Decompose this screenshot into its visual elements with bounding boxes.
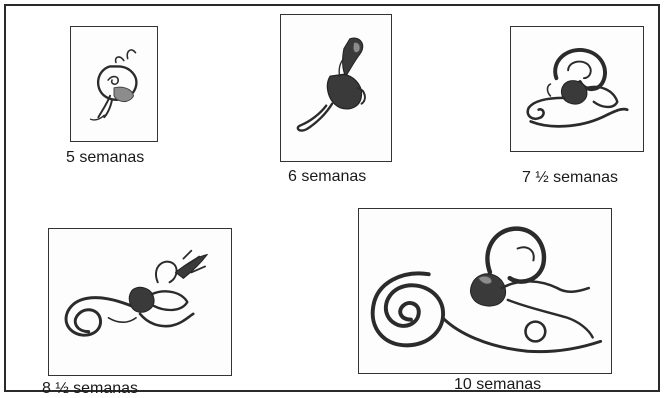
otic-vesicle-6-weeks-drawing bbox=[281, 15, 391, 161]
stage-7-5-weeks-panel bbox=[510, 26, 644, 152]
caption-7-5-weeks: 7 ½ semanas bbox=[522, 169, 618, 187]
otic-vesicle-7-5-weeks-drawing bbox=[511, 27, 643, 151]
figure-frame: 5 semanas 6 semanas 7 ½ semanas bbox=[4, 4, 660, 392]
caption-6-weeks: 6 semanas bbox=[288, 168, 366, 186]
caption-5-weeks: 5 semanas bbox=[66, 149, 144, 167]
cochlea-10-weeks-drawing bbox=[359, 209, 611, 373]
stage-8-5-weeks-panel bbox=[48, 228, 232, 376]
stage-6-weeks-panel bbox=[280, 14, 392, 162]
stage-10-weeks-panel bbox=[358, 208, 612, 374]
cochlea-8-5-weeks-drawing bbox=[49, 229, 231, 375]
otic-vesicle-5-weeks-drawing bbox=[71, 27, 157, 141]
caption-10-weeks: 10 semanas bbox=[454, 376, 541, 394]
stage-5-weeks-panel bbox=[70, 26, 158, 142]
caption-8-5-weeks: 8 ½ semanas bbox=[42, 380, 138, 398]
